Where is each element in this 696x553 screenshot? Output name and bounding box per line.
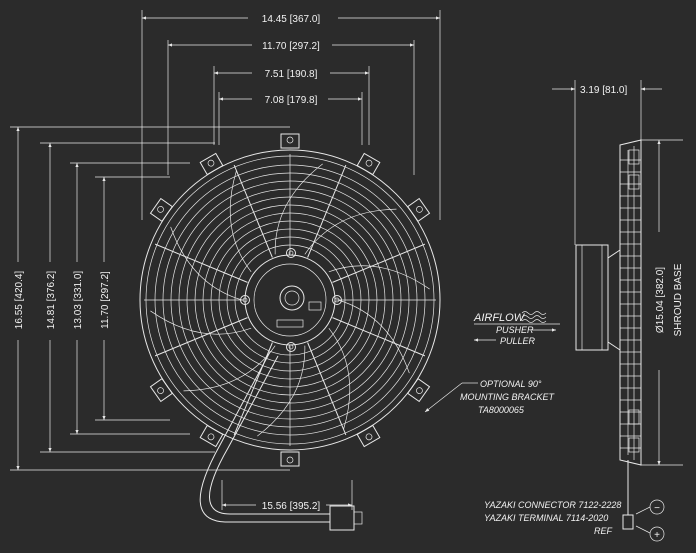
connector-note-line-3: REF	[594, 526, 613, 536]
fan-blade	[337, 299, 410, 374]
mounting-tab	[356, 152, 381, 176]
wire-harness-2	[209, 355, 330, 515]
bracket-note-line-1: OPTIONAL 90°	[480, 379, 542, 389]
dim-lower-bolt-spacing: 7.08 [179.8]	[265, 95, 318, 106]
connector-callout: YAZAKI CONNECTOR 7122-2228 YAZAKI TERMIN…	[484, 499, 665, 542]
dim-bolt-height-a: 13.03 [331.0]	[73, 271, 84, 330]
mounting-tab	[407, 377, 431, 403]
airflow-legend: AIRFLOW PUSHER PULLER	[473, 311, 560, 346]
motor-tag	[308, 301, 322, 311]
mounting-tab	[199, 152, 224, 176]
motor-face	[253, 263, 327, 337]
dim-upper-bolt-spacing: 7.51 [190.8]	[265, 69, 318, 80]
bracket-callout: OPTIONAL 90° MOUNTING BRACKET TA8000065	[424, 379, 556, 415]
guard-spoke	[233, 342, 273, 436]
guard-ring	[226, 236, 354, 364]
airflow-puller: PULLER	[500, 336, 536, 346]
fan-blade	[150, 310, 252, 335]
mounting-tabs	[149, 133, 431, 467]
dim-mount-height: 14.81 [376.2]	[46, 271, 57, 330]
mounting-tab	[356, 424, 381, 448]
guard-spoke	[332, 243, 426, 283]
motor-bolts	[240, 248, 342, 352]
fan-blade	[304, 208, 397, 255]
guard-spoke	[307, 342, 347, 436]
wire-connector-tip	[353, 511, 363, 525]
guard-spoke	[154, 243, 248, 283]
guard-spoke	[154, 317, 248, 357]
mounting-tab	[407, 197, 431, 223]
dim-depth: 3.19 [81.0]	[580, 85, 627, 96]
fan-blade	[274, 163, 323, 255]
fan-front-view	[139, 133, 441, 531]
guard-spoke	[332, 317, 426, 357]
side-guard-ribs	[620, 159, 641, 449]
connector-note-line-2: YAZAKI TERMINAL 7114-2020	[484, 513, 608, 523]
mounting-tab	[280, 451, 300, 467]
mounting-tab	[199, 424, 224, 448]
wire-harness	[199, 351, 330, 523]
motor-housing	[244, 254, 336, 346]
fan-blade	[170, 226, 243, 301]
fan-blades	[150, 163, 430, 437]
guard-spokes	[144, 154, 436, 446]
wire-connector	[329, 505, 355, 531]
mounting-tab	[149, 377, 173, 403]
dim-overall-height: 16.55 [420.4]	[14, 271, 25, 330]
shroud-outer-ring	[139, 149, 441, 451]
guard-spoke	[233, 164, 273, 258]
dim-shroud-label: SHROUD BASE	[673, 263, 684, 336]
dim-bolt-height-b: 11.70 [297.2]	[100, 271, 111, 329]
fan-blade	[328, 265, 430, 290]
fan-blade	[229, 170, 252, 272]
fan-side-view	[575, 139, 642, 530]
motor-shaft	[279, 285, 305, 311]
dim-overall-width: 14.45 [367.0]	[262, 14, 321, 25]
mounting-tab	[149, 197, 173, 223]
bracket-note-line-2: MOUNTING BRACKET	[460, 392, 556, 402]
dim-mount-width: 11.70 [297.2]	[262, 41, 320, 52]
mounting-tab	[280, 133, 300, 149]
guard-ring	[234, 244, 346, 356]
motor-label-plate	[276, 319, 304, 328]
dimension-labels: 14.45 [367.0] 11.70 [297.2] 7.51 [190.8]…	[14, 14, 684, 512]
dim-shroud-diameter: Ø15.04 [382.0]	[655, 267, 666, 333]
positive-terminal-icon	[649, 526, 665, 542]
negative-terminal-label: −	[654, 503, 660, 514]
fan-blade	[328, 328, 351, 430]
airflow-title: AIRFLOW	[473, 312, 526, 324]
negative-terminal-icon	[649, 499, 665, 515]
guard-spoke	[307, 164, 347, 258]
fan-blade	[257, 345, 306, 437]
connector-note-line-1: YAZAKI CONNECTOR 7122-2228	[484, 500, 621, 510]
dimension-lines	[10, 10, 683, 510]
motor-shaft-center	[284, 290, 300, 306]
positive-terminal-label: +	[654, 530, 660, 541]
dim-lead-length: 15.56 [395.2]	[262, 501, 321, 512]
bracket-note-line-3: TA8000065	[478, 405, 525, 415]
airflow-pusher: PUSHER	[496, 325, 534, 335]
